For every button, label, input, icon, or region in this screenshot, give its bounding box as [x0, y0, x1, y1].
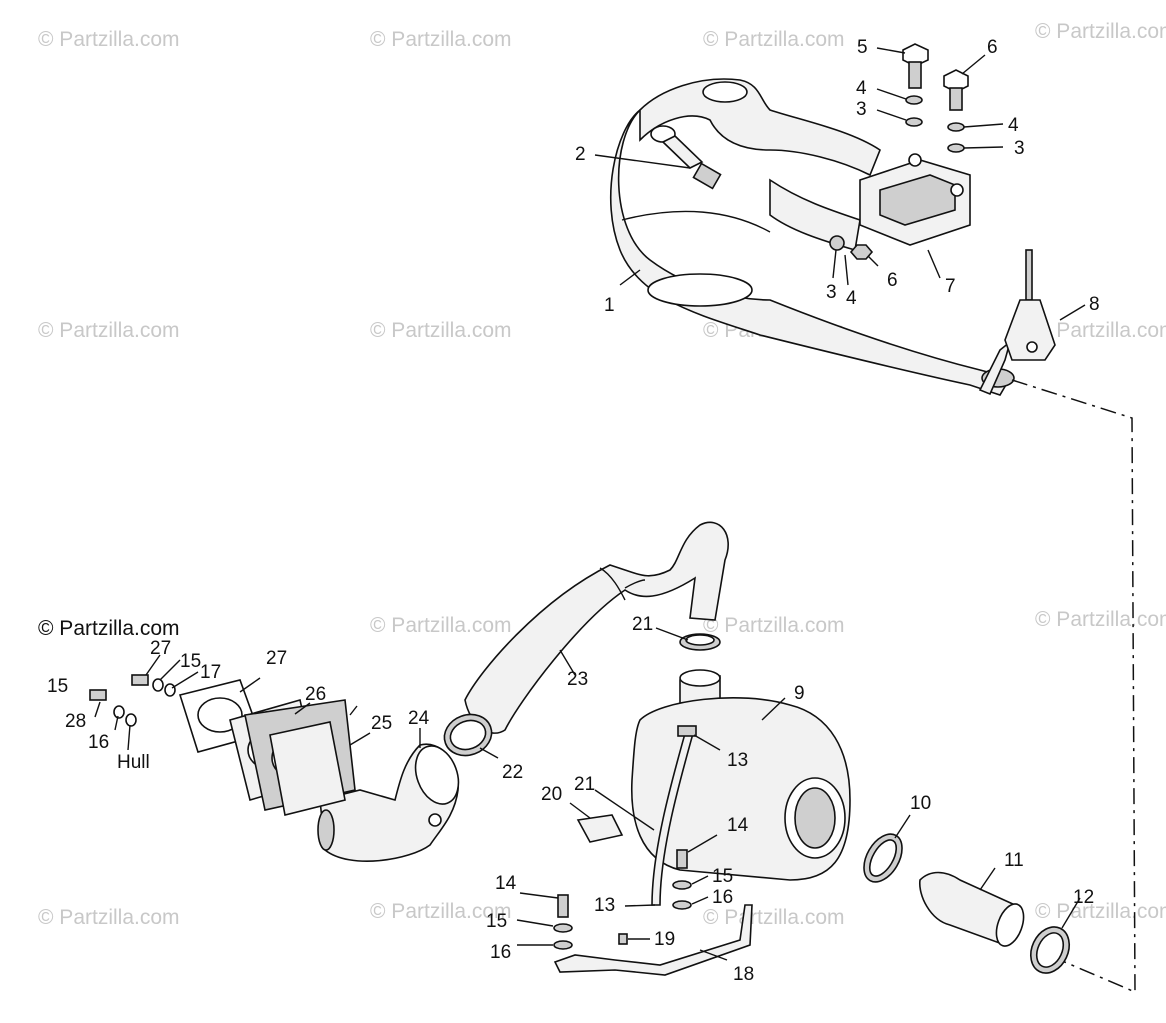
callout-label: 3: [856, 99, 867, 120]
callout-label: 11: [1004, 850, 1024, 871]
callout-label: 27: [150, 638, 171, 659]
callout-label: 4: [856, 78, 867, 99]
watermark: © Partzilla.com: [1035, 608, 1166, 631]
callout-label: 10: [910, 793, 931, 814]
callout-label: 21: [632, 614, 653, 635]
callout-label: Hull: [117, 752, 150, 773]
callout-label: 4: [846, 288, 857, 309]
callout-label: 4: [1008, 115, 1019, 136]
callout-label: 28: [65, 711, 86, 732]
watermark: © Partzilla.com: [370, 614, 512, 637]
exhaust-hose: [464, 521, 729, 734]
callout-label: 26: [305, 684, 326, 705]
watermark: © Partzilla.com: [703, 28, 845, 51]
callout-label: 15: [712, 866, 733, 887]
watermark: © Partzilla.com: [703, 614, 845, 637]
gasket-screws: [89, 654, 199, 751]
connector-dashline: [1011, 379, 1136, 994]
watermark: © Partzilla.com: [370, 319, 512, 342]
callout-label: 6: [887, 270, 898, 291]
callout-label: 3: [1014, 138, 1025, 159]
callout-label: 15: [486, 911, 507, 932]
small-fasteners: [516, 834, 718, 950]
watermark: © Partzilla.com: [38, 28, 180, 51]
outlet-elbow: [317, 728, 460, 862]
callout-label: 15: [47, 676, 68, 697]
watermark: © Partzilla.com: [1035, 319, 1166, 342]
callout-label: 14: [727, 815, 749, 836]
main-watermark: © Partzilla.com: [38, 617, 180, 640]
foam-block: [569, 789, 655, 843]
callout-label: 5: [857, 37, 868, 58]
callout-label: 20: [541, 784, 562, 805]
exhaust-pipe: [609, 78, 1015, 396]
gaskets: [178, 677, 371, 816]
callout-label: 12: [1073, 887, 1094, 908]
watermark: © Partzilla.com: [1035, 900, 1166, 923]
callout-label: 23: [567, 669, 588, 690]
callout-label: 1: [604, 295, 615, 316]
mount-bracket: [1004, 249, 1086, 361]
callout-label: 16: [88, 732, 109, 753]
watermark: © Partzilla.com: [38, 906, 180, 929]
callout-label: 22: [502, 762, 523, 783]
callout-label: 3: [826, 282, 837, 303]
muffler-bracket: [553, 904, 753, 976]
callout-label: 18: [733, 964, 754, 985]
callout-label: 7: [945, 276, 956, 297]
callout-label: 2: [575, 144, 586, 165]
hose-clamps: [443, 627, 721, 759]
callout-label: 16: [490, 942, 511, 963]
outlet-parts: [863, 814, 1081, 974]
callout-label: 21: [574, 774, 595, 795]
callout-label: 25: [371, 713, 392, 734]
watermark: © Partzilla.com: [370, 900, 512, 923]
callout-label: 6: [987, 37, 998, 58]
bolts-washers: [619, 43, 1004, 286]
callout-label: 24: [408, 708, 430, 729]
callout-label: 19: [654, 929, 675, 950]
callout-label: 9: [794, 683, 805, 704]
watermark: © Partzilla.com: [1035, 20, 1166, 43]
water-fitting: [594, 125, 722, 190]
callout-label: 13: [594, 895, 615, 916]
callout-label: 13: [727, 750, 748, 771]
callout-label: 16: [712, 887, 733, 908]
callout-labels: 1 2 3 3 3 4 4 4 5 6 6 7 8 9 10 11 12 13 …: [47, 37, 1100, 985]
watermark: © Partzilla.com: [703, 906, 845, 929]
callout-label: 8: [1089, 294, 1100, 315]
watermark: © Partzilla.com: [370, 28, 512, 51]
watermark: © Partzilla.com: [38, 319, 180, 342]
callout-label: 27: [266, 648, 287, 669]
manifold-clamp: [859, 153, 971, 279]
callout-label: 15: [180, 651, 201, 672]
strap: [624, 725, 721, 907]
callout-label: 17: [200, 662, 221, 683]
callout-label: 14: [495, 873, 517, 894]
